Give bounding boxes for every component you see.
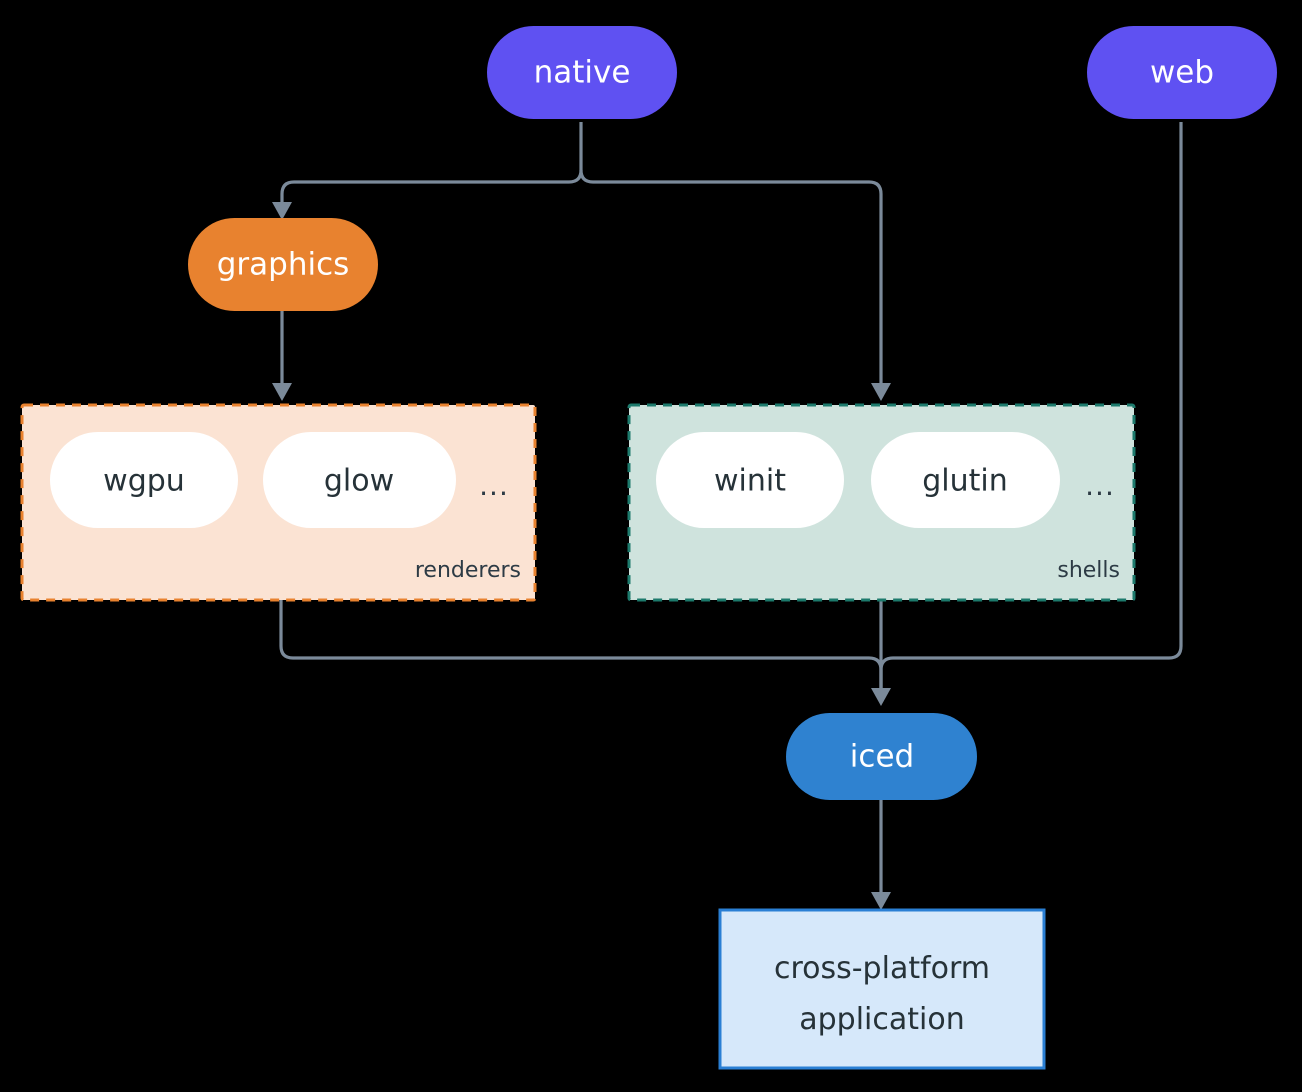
arrowhead-native-to-graphics [272, 202, 292, 220]
application-box [718, 908, 1046, 1070]
renderers-ellipsis: ... [479, 469, 509, 502]
node-web[interactable]: web [1087, 26, 1277, 119]
web-label: web [1150, 55, 1214, 91]
group-renderers[interactable]: wgpu glow ... renderers [20, 403, 537, 602]
crate-label-winit: winit [714, 464, 786, 499]
native-label: native [534, 55, 631, 91]
renderers-caption: renderers [415, 558, 521, 583]
arrowhead-iced-to-application [871, 892, 891, 910]
arrowhead-to-iced [871, 688, 891, 706]
shells-caption: shells [1057, 558, 1120, 583]
edge-native-trunk [280, 122, 583, 206]
node-graphics[interactable]: graphics [188, 218, 378, 311]
graphics-label: graphics [217, 247, 350, 283]
crate-label-glutin: glutin [922, 464, 1008, 499]
edge-layer [272, 122, 1183, 910]
node-native[interactable]: native [487, 26, 677, 119]
graphics-pill [188, 218, 378, 311]
crate-pill-glow[interactable] [263, 432, 456, 528]
shells-ellipsis: ... [1085, 469, 1115, 502]
crate-pill-glutin[interactable] [871, 432, 1060, 528]
node-application[interactable]: cross-platform application [718, 908, 1046, 1070]
node-iced[interactable]: iced [786, 713, 977, 800]
web-pill [1087, 26, 1277, 119]
group-shells[interactable]: winit glutin ... shells [627, 403, 1136, 602]
native-pill [487, 26, 677, 119]
crate-label-wgpu: wgpu [103, 464, 185, 499]
arrowhead-native-to-shells [871, 383, 891, 401]
edge-native-to-shells [579, 169, 883, 385]
application-label-line1: cross-platform [774, 951, 990, 986]
edge-web-to-iced [879, 122, 1183, 690]
crate-pill-wgpu[interactable] [50, 432, 238, 528]
crate-label-glow: glow [324, 464, 394, 499]
crate-pill-winit[interactable] [656, 432, 844, 528]
iced-label: iced [850, 739, 914, 775]
arrowhead-graphics-to-renderers [272, 383, 292, 401]
iced-pill [786, 713, 977, 800]
edge-renderers-to-iced [279, 600, 883, 690]
application-label-line2: application [799, 1002, 964, 1037]
